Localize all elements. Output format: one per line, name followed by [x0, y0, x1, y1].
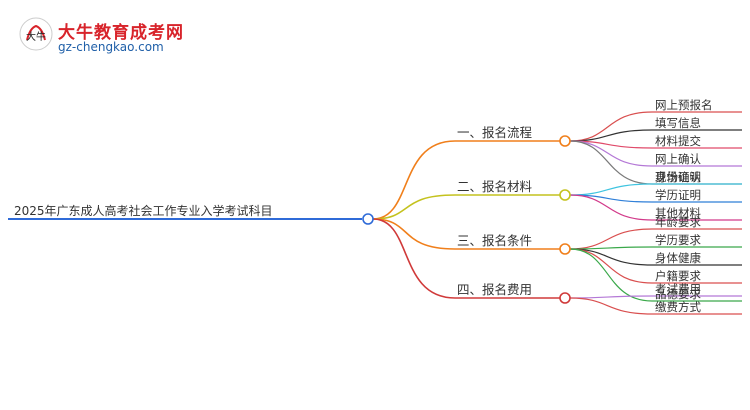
- mind-map-edges: [8, 111, 742, 315]
- leaf-edge-3-1: [569, 228, 653, 250]
- branch-dot-4[interactable]: [559, 292, 571, 304]
- leaf-label-2-2: 学历证明: [655, 188, 701, 202]
- root-node-label: 2025年广东成人高考社会工作专业入学考试科目: [14, 203, 273, 218]
- branch-label-3: 三、报名条件: [457, 233, 532, 248]
- branch-label-1: 一、报名流程: [457, 125, 533, 140]
- branch-label-2: 二、报名材料: [457, 179, 533, 194]
- leaf-label-3-5: 品德要求: [655, 287, 701, 301]
- mind-map-nodes: 2025年广东成人高考社会工作专业入学考试科目 一、报名流程 网上预报名填写信息材料…: [14, 98, 713, 314]
- leaf-edge-2-3: [569, 194, 653, 221]
- branch-label-4: 四、报名费用: [457, 282, 532, 297]
- leaf-label-4-1: 考试费用: [655, 282, 701, 296]
- leaf-label-3-2: 学历要求: [655, 233, 701, 247]
- branch-dot-1[interactable]: [559, 135, 571, 147]
- leaf-edge-4-2: [569, 297, 653, 315]
- leaf-label-1-5: 现场确认: [655, 170, 701, 184]
- leaf-label-1-3: 材料提交: [655, 134, 701, 148]
- logo-mark-text: 大牛: [26, 30, 46, 43]
- leaf-label-4-2: 缴费方式: [655, 300, 701, 314]
- branch-edge-3: [372, 218, 456, 250]
- branch-edge-2: [372, 194, 456, 220]
- leaf-label-1-2: 填写信息: [655, 116, 701, 130]
- leaf-edge-1-1: [569, 111, 653, 142]
- leaf-label-3-1: 年龄要求: [655, 215, 701, 229]
- branch-edge-4: [372, 218, 456, 299]
- leaf-label-2-1: 身份证明: [655, 170, 701, 184]
- leaf-label-2-3: 其他材料: [655, 206, 701, 220]
- site-logo[interactable]: 大牛 大牛教育成考网 gz-chengkao.com: [18, 16, 183, 60]
- branch-dot-3[interactable]: [559, 243, 571, 255]
- logo-mark-icon: 大牛: [19, 17, 53, 51]
- leaf-edge-4-1: [569, 295, 653, 299]
- leaf-edge-2-1: [569, 183, 653, 196]
- leaf-label-3-4: 户籍要求: [655, 269, 701, 283]
- leaf-label-3-3: 身体健康: [655, 251, 701, 265]
- leaf-label-1-1: 网上预报名: [655, 98, 713, 112]
- logo-url: gz-chengkao.com: [58, 40, 164, 54]
- branch-dot-2[interactable]: [559, 189, 571, 201]
- leaf-label-1-4: 网上确认: [655, 152, 701, 166]
- leaf-edge-3-5: [569, 248, 653, 302]
- root-node-dot[interactable]: [362, 213, 374, 225]
- branch-edge-1: [372, 140, 456, 220]
- leaf-edge-1-5: [569, 140, 653, 185]
- logo-title: 大牛教育成考网: [58, 23, 184, 43]
